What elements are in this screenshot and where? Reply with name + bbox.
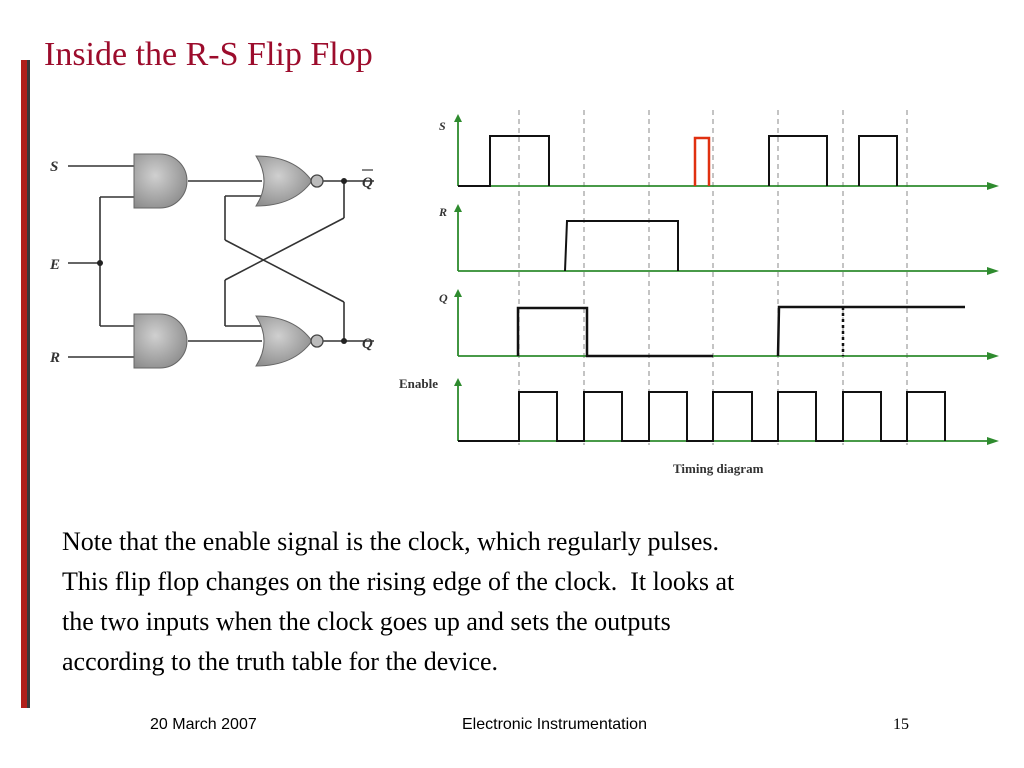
timing-caption: Timing diagram <box>673 461 764 476</box>
body-line: according to the truth table for the dev… <box>62 647 499 676</box>
footer-date: 20 March 2007 <box>150 716 257 733</box>
and-gate-top <box>133 153 188 209</box>
label-s: S <box>50 159 58 175</box>
nor-gate-top <box>255 155 313 207</box>
signal-label-q: Q <box>439 291 448 305</box>
label-e: E <box>49 257 60 273</box>
body-line: This flip flop changes on the rising edg… <box>62 567 735 596</box>
signal-label-r: R <box>438 205 447 219</box>
body-line: the two inputs when the clock goes up an… <box>62 607 671 636</box>
label-r: R <box>49 350 60 366</box>
body-paragraph: Note that the enable signal is the clock… <box>62 522 982 682</box>
flip-flop-circuit: S E R Q Q <box>49 153 374 369</box>
timing-diagram: S R Q Enable Timing diagram <box>399 110 999 476</box>
accent-bar <box>21 60 27 708</box>
label-q-bar: Q <box>362 175 373 191</box>
signal-label-enable: Enable <box>399 376 438 391</box>
body-line: Note that the enable signal is the clock… <box>62 527 720 556</box>
signal-label-s: S <box>439 119 446 133</box>
footer-course: Electronic Instrumentation <box>462 716 647 733</box>
footer-page-number: 15 <box>893 716 909 733</box>
nor-gate-bottom <box>255 315 313 367</box>
accent-bar-shadow <box>27 60 30 708</box>
slide-title: Inside the R-S Flip Flop <box>44 36 373 73</box>
label-q: Q <box>362 336 373 352</box>
and-gate-bottom <box>133 313 188 369</box>
